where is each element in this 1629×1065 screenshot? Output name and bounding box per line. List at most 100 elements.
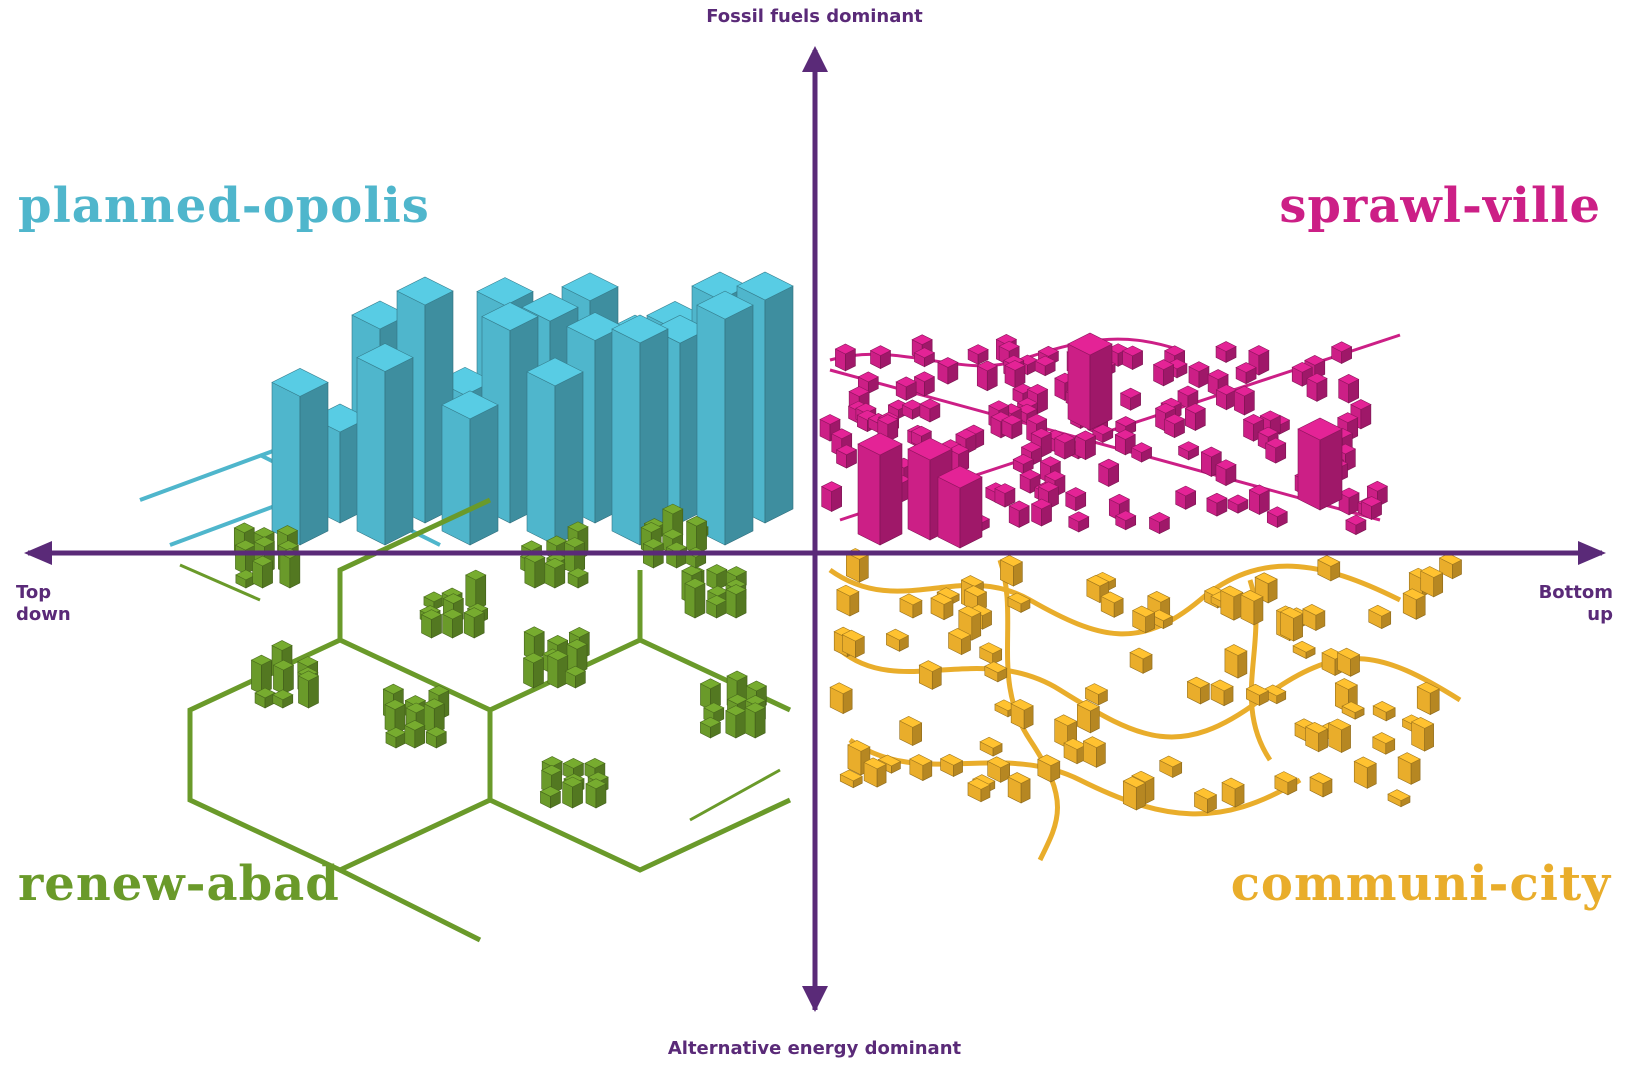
house-block <box>1215 459 1237 487</box>
block-face-top <box>547 650 569 661</box>
block-face-top <box>1215 459 1237 471</box>
axis-left-line1: Top <box>16 582 52 603</box>
block-face-top <box>1224 644 1248 656</box>
green-block <box>705 595 728 619</box>
house-block <box>1152 359 1175 387</box>
block-face-right <box>879 443 903 546</box>
house-block <box>994 483 1016 508</box>
yellow-block <box>1279 607 1304 642</box>
yellow-block <box>1304 721 1329 753</box>
block-face-top <box>1130 442 1153 453</box>
block-face-top <box>947 628 972 640</box>
block-face-top <box>1039 456 1062 467</box>
block-face-top <box>1115 510 1137 522</box>
block-face-top <box>1227 494 1249 506</box>
block-face-top <box>253 536 276 548</box>
house-block <box>1034 355 1056 377</box>
block-face-top <box>1416 681 1440 694</box>
block-face-top <box>955 428 977 440</box>
house-block <box>913 347 936 368</box>
quadrant-label-communi-city: communi-city <box>1230 856 1611 912</box>
block-face-top <box>1086 574 1110 587</box>
block-face-top <box>272 659 295 671</box>
block-face-left <box>696 304 726 546</box>
yellow-block <box>836 584 860 617</box>
yellow-block <box>899 716 923 747</box>
block-face-top <box>745 680 768 692</box>
yellow-block <box>1387 789 1411 808</box>
tower-block <box>696 290 754 546</box>
green-block <box>465 569 487 611</box>
yellow-block <box>1037 754 1061 783</box>
block-face-top <box>1016 397 1039 409</box>
block-face-top <box>1337 412 1359 423</box>
block-face-top <box>831 428 853 440</box>
block-face-top <box>1215 341 1237 352</box>
block-face-top <box>1336 647 1361 660</box>
block-face-top <box>526 357 584 387</box>
block-face-top <box>233 522 255 534</box>
block-face-top <box>1132 605 1156 618</box>
house-block <box>1130 442 1153 463</box>
block-face-top <box>420 609 443 620</box>
yellow-block <box>984 661 1008 683</box>
tower-block <box>1297 417 1343 511</box>
block-face-top <box>1360 496 1383 507</box>
block-face-top <box>1291 361 1313 373</box>
green-block <box>706 564 728 591</box>
block-face-top <box>1030 427 1052 439</box>
block-face-top <box>857 371 879 383</box>
block-face-top <box>1309 772 1333 785</box>
house-block <box>1215 341 1237 363</box>
block-face-top <box>1034 355 1056 367</box>
block-face-top <box>1148 512 1171 523</box>
block-face-top <box>1233 385 1256 397</box>
block-face-top <box>1074 430 1097 442</box>
block-face-top <box>725 705 747 716</box>
tower-block <box>271 368 329 546</box>
house-block <box>1074 430 1097 461</box>
block-face-top <box>1330 341 1353 353</box>
axis-right-label: Bottom up <box>1493 582 1613 626</box>
yellow-block <box>1076 699 1101 734</box>
yellow-block <box>1122 776 1146 811</box>
road-line <box>828 563 1402 637</box>
road-line <box>997 559 1060 862</box>
block-face-top <box>547 634 569 646</box>
block-face-top <box>1221 777 1245 790</box>
green-block <box>725 584 747 619</box>
block-face-top <box>707 585 729 597</box>
block-face-top <box>1076 699 1101 712</box>
yellow-block <box>1372 700 1396 722</box>
house-block <box>1008 500 1030 528</box>
block-face-top <box>834 343 857 355</box>
yellow-block <box>1336 647 1361 677</box>
block-face-top <box>544 557 566 569</box>
yellow-block <box>1368 604 1392 630</box>
green-block <box>404 719 426 749</box>
planned-opolis-illustration <box>139 271 794 547</box>
block-face-top <box>1008 500 1030 512</box>
green-block <box>297 670 320 709</box>
house-block <box>1119 387 1142 411</box>
block-face-top <box>994 483 1016 494</box>
house-block <box>895 376 917 401</box>
block-face-top <box>736 271 794 301</box>
block-face-top <box>665 541 688 553</box>
green-block <box>585 778 607 809</box>
house-block <box>1121 345 1144 370</box>
arrow-down-icon <box>802 986 828 1012</box>
block-face-top <box>1159 755 1183 768</box>
block-face-top <box>1266 506 1288 518</box>
road-line <box>179 563 261 602</box>
tower-block <box>611 314 669 546</box>
block-face-left <box>298 675 309 709</box>
block-face-top <box>521 292 579 322</box>
block-face-top <box>725 578 747 590</box>
block-face-top <box>1164 345 1186 357</box>
block-face-top <box>1341 701 1365 714</box>
block-face-top <box>1245 683 1270 696</box>
block-face-top <box>913 347 936 359</box>
block-face-top <box>918 660 942 672</box>
